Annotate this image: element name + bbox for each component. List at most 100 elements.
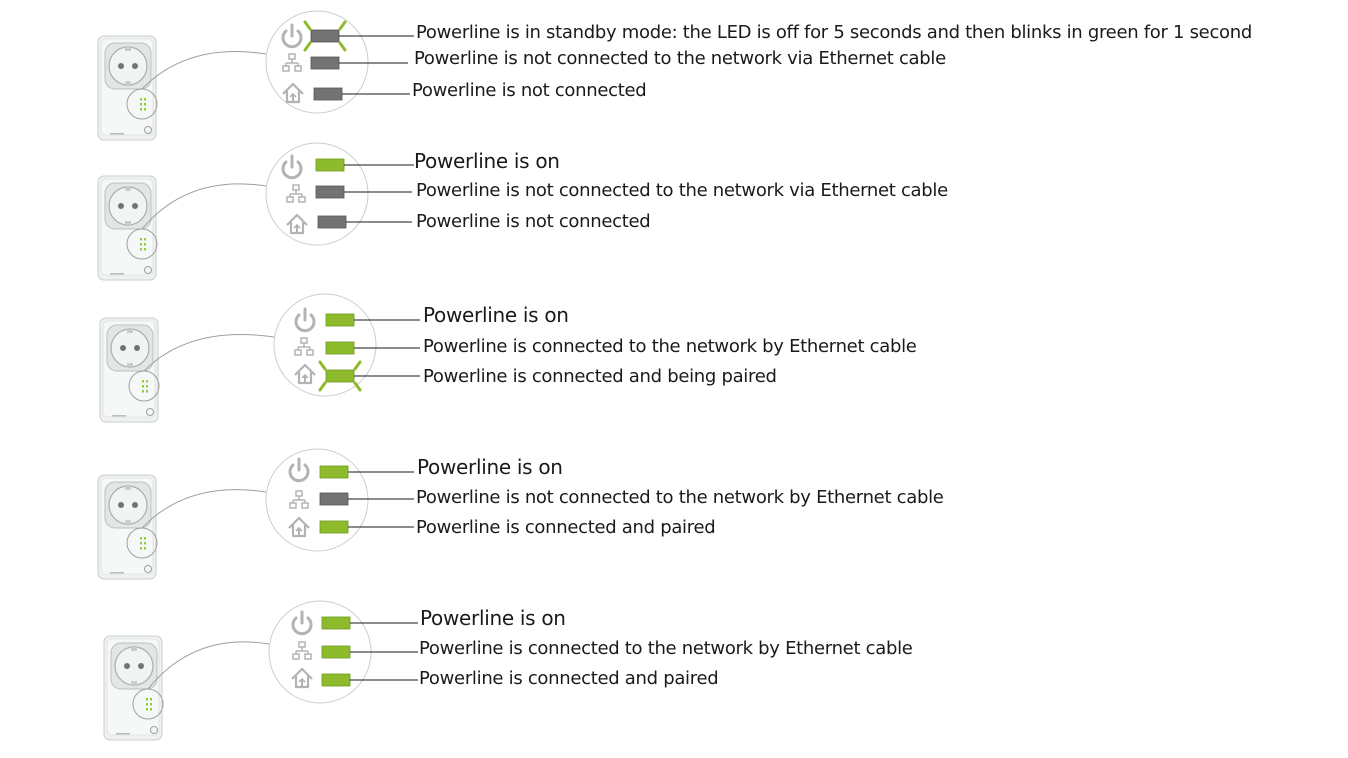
indicator-led-dot <box>146 698 148 701</box>
outlet-ground-bottom <box>125 520 131 524</box>
zoom-connector-line <box>143 334 275 372</box>
reset-button <box>146 408 154 416</box>
outlet-pin-right <box>134 345 140 351</box>
power-icon <box>288 457 310 483</box>
powerline-adapter <box>97 35 158 141</box>
outlet-ground-top <box>125 187 131 191</box>
powerline-adapter <box>97 175 158 281</box>
outlet-pin-left <box>118 502 124 508</box>
home-icon <box>288 516 310 538</box>
indicator-led-dot <box>140 243 142 246</box>
led-off <box>313 87 343 101</box>
indicator-led-dot <box>146 380 148 383</box>
led-status-label: Powerline is connected and being paired <box>423 366 777 387</box>
led-indicator <box>319 492 349 506</box>
led-status-label: Powerline is not connected <box>412 80 647 101</box>
led-off <box>315 185 345 199</box>
led-status-row <box>99 293 420 423</box>
led-off <box>310 56 340 70</box>
led-on <box>325 341 355 355</box>
zoom-connector-line <box>141 489 267 529</box>
powerline-adapter <box>99 317 160 423</box>
indicator-led-dot <box>144 98 146 101</box>
led-indicator <box>303 20 347 52</box>
led-indicator <box>315 158 345 172</box>
home-icon <box>294 363 316 385</box>
power-icon <box>294 307 316 333</box>
indicator-led-dot <box>142 380 144 383</box>
reset-button <box>144 126 152 134</box>
led-indicator <box>313 87 343 101</box>
led-status-label: Powerline is not connected to the networ… <box>416 180 948 201</box>
led-on <box>325 369 355 383</box>
led-status-label: Powerline is not connected to the networ… <box>414 48 946 69</box>
outlet-ground-top <box>127 329 133 333</box>
indicator-led-dot <box>144 108 146 111</box>
indicator-led-dot <box>144 238 146 241</box>
ethernet-icon <box>282 53 302 72</box>
brand-mark <box>116 733 130 735</box>
led-on <box>321 616 351 630</box>
indicator-led-dot <box>140 103 142 106</box>
led-status-label: Powerline is connected to the network by… <box>423 336 917 357</box>
outlet-pin-right <box>132 63 138 69</box>
zoom-circle <box>273 293 377 397</box>
indicator-led-dot <box>140 537 142 540</box>
zoom-circle <box>265 448 369 552</box>
led-indicator <box>319 520 349 534</box>
reset-button <box>144 565 152 573</box>
indicator-led-dot <box>144 537 146 540</box>
brand-mark <box>110 572 124 574</box>
led-off <box>319 492 349 506</box>
zoom-connector-line <box>141 51 267 90</box>
indicator-led-dot <box>146 390 148 393</box>
outlet-ground-bottom <box>131 681 137 685</box>
led-indicator <box>315 185 345 199</box>
outlet-ground-top <box>131 647 137 651</box>
outlet-ground-bottom <box>125 81 131 85</box>
led-indicator <box>321 616 351 630</box>
led-on <box>319 520 349 534</box>
blink-rays <box>303 20 347 52</box>
led-off <box>310 29 340 43</box>
led-status-row <box>97 142 414 281</box>
ethernet-icon <box>289 490 309 509</box>
led-indicator <box>325 341 355 355</box>
led-on <box>321 673 351 687</box>
indicator-led-dot <box>140 248 142 251</box>
indicator-led-dot <box>150 703 152 706</box>
outlet-ground-top <box>125 47 131 51</box>
outlet-pin-left <box>118 63 124 69</box>
reset-button <box>144 266 152 274</box>
led-off <box>317 215 347 229</box>
led-indicator <box>319 465 349 479</box>
led-status-label: Powerline is in standby mode: the LED is… <box>416 22 1252 43</box>
power-icon <box>281 154 303 180</box>
outlet-socket <box>110 328 150 368</box>
indicator-led-dot <box>150 698 152 701</box>
led-indicator <box>321 673 351 687</box>
led-status-label: Powerline is connected to the network by… <box>419 638 913 659</box>
ethernet-icon <box>292 641 312 660</box>
ethernet-icon <box>286 184 306 203</box>
led-status-label: Powerline is not connected <box>416 211 651 232</box>
led-status-row <box>97 10 414 141</box>
led-indicator <box>318 360 362 392</box>
outlet-pin-left <box>118 203 124 209</box>
reset-button <box>150 726 158 734</box>
outlet-pin-right <box>132 203 138 209</box>
indicator-led-dot <box>146 703 148 706</box>
indicator-led-dot <box>140 98 142 101</box>
outlet-socket <box>108 485 148 525</box>
indicator-led-dot <box>142 385 144 388</box>
led-status-label: Powerline is on <box>423 303 569 327</box>
outlet-socket <box>114 646 154 686</box>
indicator-led-dot <box>146 385 148 388</box>
indicator-led-dot <box>144 542 146 545</box>
powerline-adapter <box>97 474 158 580</box>
brand-mark <box>112 415 126 417</box>
outlet-ground-top <box>125 486 131 490</box>
zoom-connector-line <box>147 641 270 690</box>
